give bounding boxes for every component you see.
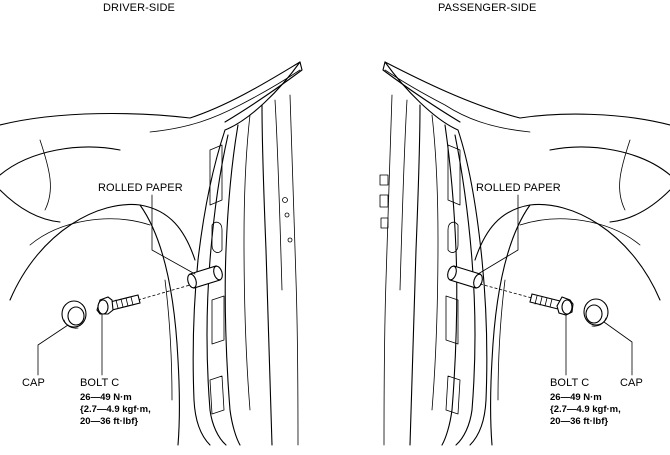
passenger-bolt-c bbox=[529, 293, 574, 316]
passenger-side-drawing bbox=[379, 61, 670, 446]
driver-rolled-paper-leader bbox=[151, 194, 196, 275]
driver-wheel-arch bbox=[9, 203, 196, 301]
passenger-cap-label: CAP bbox=[620, 377, 643, 389]
driver-side-heading: DRIVER-SIDE bbox=[103, 2, 175, 14]
driver-pillar-outer bbox=[192, 61, 301, 446]
driver-torque-kgfm: {2.7—4.9 kgf·m, bbox=[80, 404, 151, 415]
passenger-side-heading: PASSENGER-SIDE bbox=[438, 2, 537, 14]
passenger-fender-top-edge bbox=[384, 61, 670, 126]
driver-torque-spec: 26—49 N·m {2.7—4.9 kgf·m, 20—36 ft·lbf} bbox=[80, 392, 151, 428]
passenger-torque-ftlbf: 20—36 ft·lbf} bbox=[550, 416, 609, 427]
driver-rolled-paper-tube bbox=[187, 265, 223, 289]
passenger-rolled-paper-label: ROLLED PAPER bbox=[476, 182, 561, 194]
driver-torque-ftlbf: 20—36 ft·lbf} bbox=[80, 416, 139, 427]
passenger-bolt-label: BOLT C bbox=[550, 377, 590, 389]
driver-torque-nm: 26—49 N·m bbox=[80, 392, 132, 403]
passenger-pillar-outer bbox=[384, 61, 488, 446]
passenger-torque-nm: 26—49 N·m bbox=[550, 392, 602, 403]
driver-fender-top-edge bbox=[0, 61, 301, 126]
driver-cap-leader bbox=[37, 324, 69, 376]
passenger-rolled-paper-leader bbox=[477, 194, 519, 275]
passenger-wheel-arch bbox=[474, 203, 661, 301]
passenger-rolled-paper-tube bbox=[447, 265, 483, 289]
driver-cap-label: CAP bbox=[22, 377, 45, 389]
passenger-cap bbox=[583, 298, 609, 327]
passenger-cap-leader bbox=[603, 321, 633, 376]
driver-bolt-c bbox=[96, 294, 141, 315]
passenger-torque-spec: 26—49 N·m {2.7—4.9 kgf·m, 20—36 ft·lbf} bbox=[550, 392, 621, 428]
driver-cap bbox=[61, 300, 87, 329]
driver-side-drawing bbox=[0, 61, 303, 446]
passenger-torque-kgfm: {2.7—4.9 kgf·m, bbox=[550, 404, 621, 415]
driver-bolt-label: BOLT C bbox=[80, 377, 120, 389]
driver-rolled-paper-label: ROLLED PAPER bbox=[98, 182, 183, 194]
